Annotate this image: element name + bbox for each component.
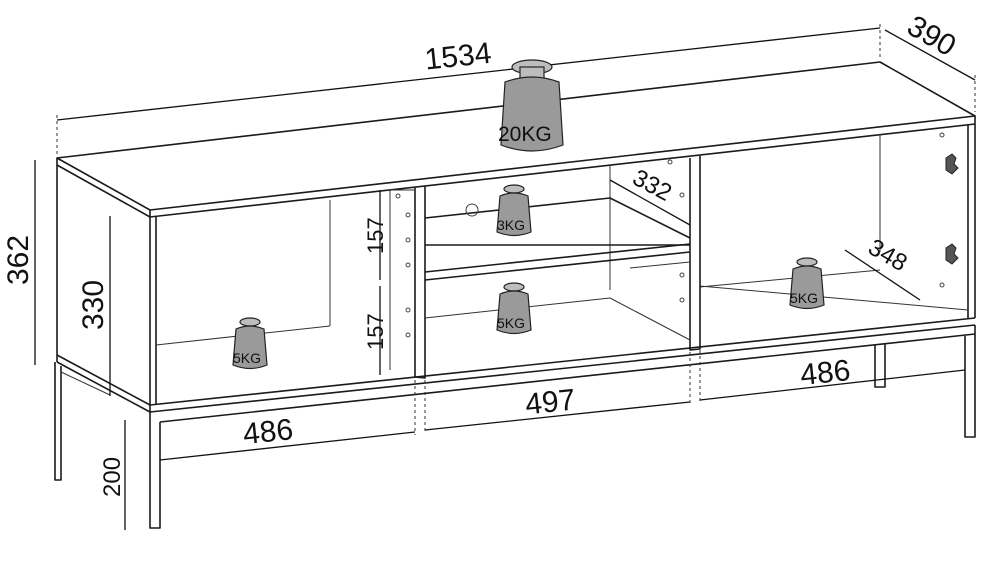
weight-label-middle-lower: 5KG — [497, 315, 525, 331]
dim-right-width: 486 — [799, 354, 852, 392]
weight-label-left: 5KG — [233, 350, 261, 366]
weight-icon: 5KG — [232, 317, 268, 370]
weight-icon: 5KG — [789, 257, 825, 310]
weight-label-top: 20KG — [498, 123, 552, 146]
base-frame — [54, 324, 976, 529]
dim-middle-width: 497 — [524, 383, 577, 421]
dim-total-height: 362 — [2, 235, 35, 285]
dim-inner-depth-middle: 332 — [628, 164, 676, 207]
hinge-icon — [945, 153, 959, 265]
weight-label-right: 5KG — [790, 290, 818, 306]
weight-label-middle-upper: 3KG — [497, 217, 525, 233]
dim-left-width: 486 — [241, 413, 294, 451]
weight-icon: 20KG — [498, 59, 564, 152]
dim-shelf-lower: 157 — [363, 313, 388, 350]
dim-leg-height: 200 — [99, 457, 126, 497]
dim-total-width: 1534 — [423, 37, 493, 77]
dimension-lines — [34, 24, 976, 530]
weight-icon: 3KG — [496, 184, 532, 237]
weight-icon: 5KG — [496, 282, 532, 335]
dim-body-height: 330 — [77, 280, 110, 330]
dim-depth: 390 — [902, 9, 962, 63]
dim-shelf-upper: 157 — [363, 217, 388, 254]
